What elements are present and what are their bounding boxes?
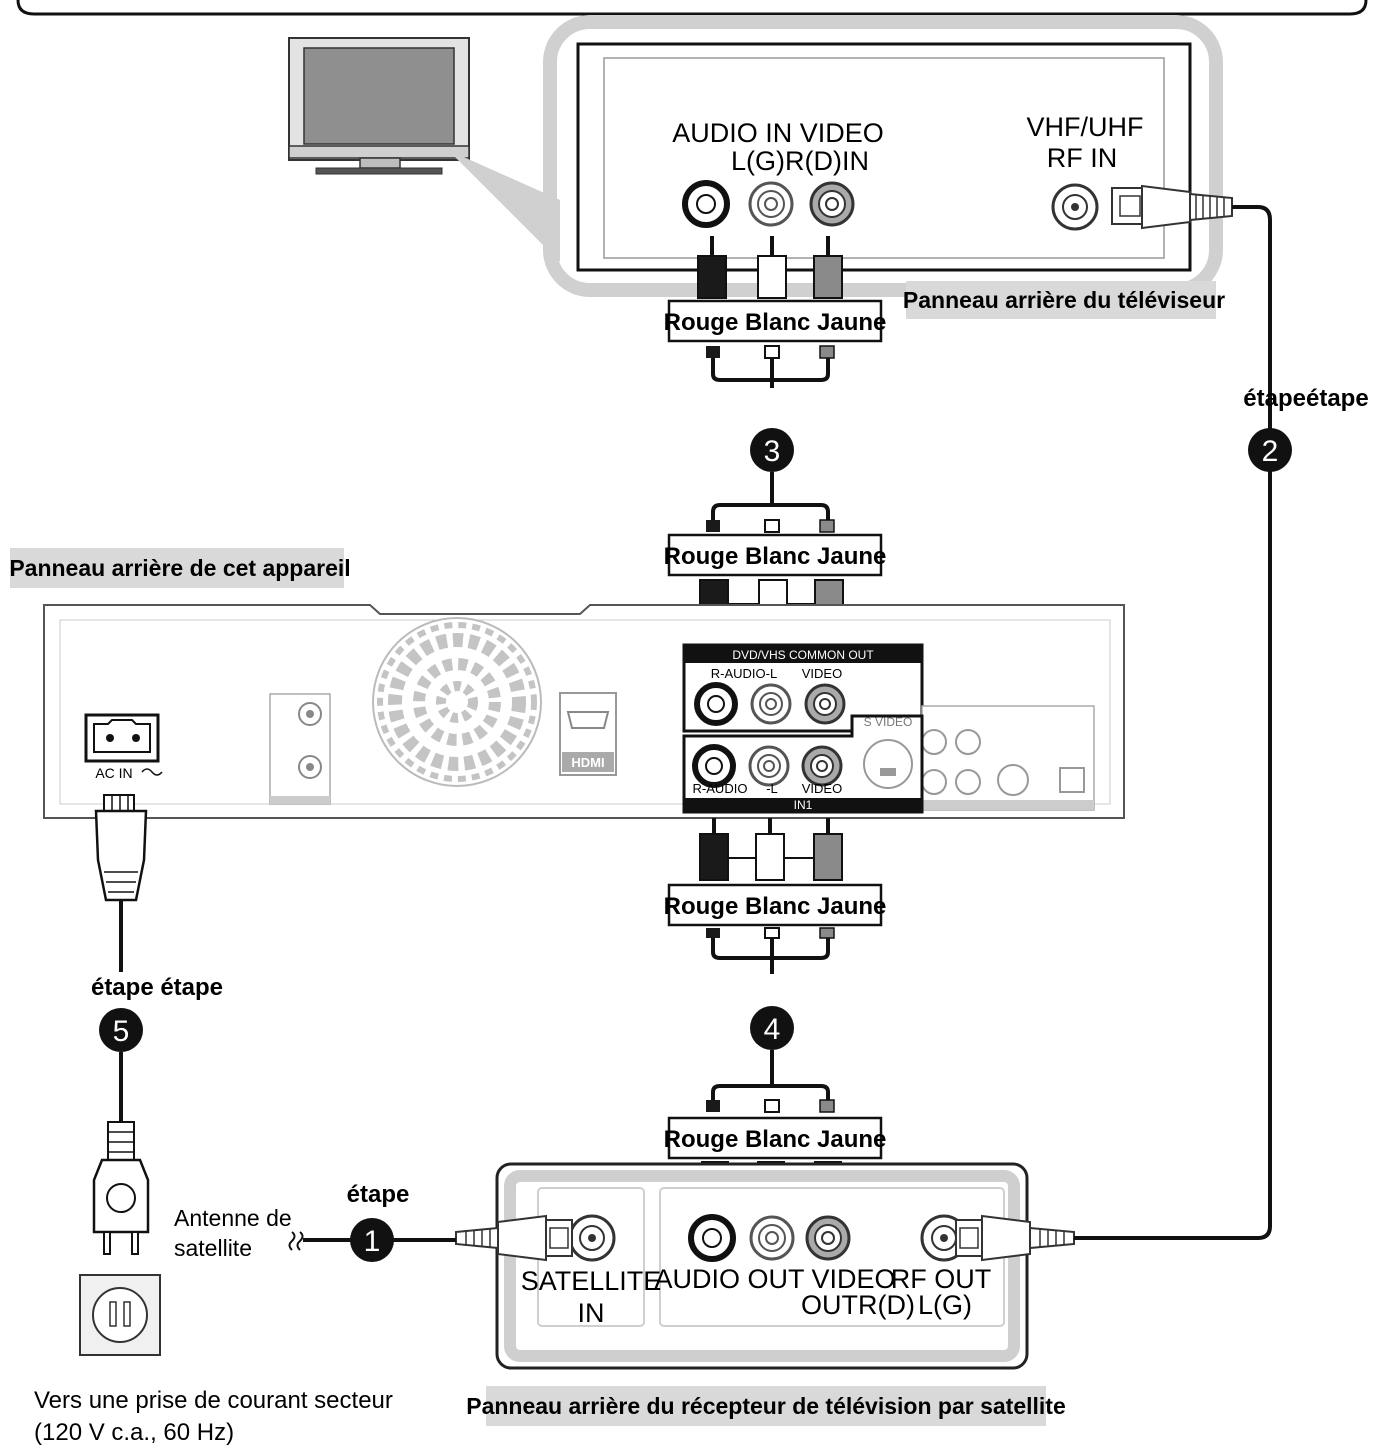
tv-rear-panel: AUDIO IN VIDEO L(G)R(D)IN VHF/UHF RF IN [543,15,1233,319]
top-frame [16,0,1368,16]
satellite-in-jack [568,1214,616,1262]
tv-caption: Panneau arrière du téléviseur [903,287,1225,313]
device-caption-bg [10,548,344,588]
audio-out-video-label: AUDIO OUT VIDEO [654,1264,895,1294]
l-label: -L [766,781,778,796]
cable-top: Rouge Blanc Jaune [664,236,887,388]
tv-rf-in-jack [1051,183,1099,231]
extra-jacks [921,705,1095,811]
tv-jack-video [809,181,855,227]
audio-in-video-label: AUDIO IN VIDEO [672,118,884,148]
common-video-label: VIDEO [802,666,842,681]
step-4: 4 [750,1006,794,1086]
hdmi-port: HDMI [559,692,617,776]
rf-cable [1074,205,1272,1240]
rf-out-label: RF OUT [891,1264,992,1294]
wall-outlet [79,1274,161,1356]
cable-label-lower-mid: Rouge Blanc Jaune [664,893,887,920]
satellite-label: SATELLITE [521,1266,662,1296]
in1-video-label: VIDEO [802,781,842,796]
antenna-break-icon [288,1231,304,1251]
step-4-number: 4 [764,1013,781,1046]
step-3-number: 3 [764,435,781,468]
fan-grille [372,617,542,787]
device-rear-panel: Panneau arrière de cet appareil AC IN [9,548,1125,819]
satellite-in-connector [455,1214,573,1262]
tv-caption-bg [906,281,1216,319]
ac-in-label: AC IN [95,765,132,781]
out-rd-label: OUTR(D) [801,1290,915,1320]
step-3: 3 [750,428,794,506]
lg-rd-in-label: L(G)R(D)IN [731,146,869,176]
outlet-line-2: (120 V c.a., 60 Hz) [34,1419,234,1446]
satellite-in-label: IN [578,1298,605,1328]
tv-jack-audio-l [748,181,794,227]
antenna-line-1: Antenne de [174,1205,292,1231]
step-1: 1 [350,1218,394,1262]
sat-audio-l-jack [749,1215,795,1261]
r-audio-l-label: R-AUDIO-L [711,666,777,681]
step-2: 2 [1248,428,1292,472]
satellite-caption: Panneau arrière du récepteur de télévisi… [466,1393,1066,1419]
cable-lower-mid: Rouge Blanc Jaune [664,818,887,974]
sat-video-jack [805,1215,851,1261]
lg-label: L(G) [918,1290,972,1320]
power-cord [94,794,148,1122]
tv-illustration [288,37,560,262]
device-rf-jacks [269,693,331,805]
ac-in-socket: AC IN [84,713,163,781]
step-5: 5 [99,1008,143,1052]
power-plug [92,1121,150,1255]
hdmi-label: HDMI [571,755,604,770]
satellite-rear-panel: SATELLITE IN AUDIO OUT VIDEO OUTR(D) RF … [466,1162,1066,1426]
cable-label-bottom: Rouge Blanc Jaune [664,1126,887,1153]
antenna-line-2: satellite [174,1235,252,1261]
common-out-label: DVD/VHS COMMON OUT [732,648,874,662]
rf-in-label: RF IN [1047,143,1118,173]
rf-out-connector [955,1214,1075,1262]
device-caption: Panneau arrière de cet appareil [9,555,350,581]
tv-jack-audio-r [682,180,730,228]
step-1-number: 1 [364,1225,381,1258]
tv-rf-connector [1111,184,1233,230]
cable-label-top: Rouge Blanc Jaune [664,309,887,336]
cable-label-upper-mid: Rouge Blanc Jaune [664,543,887,570]
s-video-label: S VIDEO [864,715,913,729]
step-2-label: étapeétape [1243,385,1368,412]
step-2-number: 2 [1262,435,1279,468]
sat-audio-r-jack [688,1214,736,1262]
step-1-label: étape [347,1181,410,1208]
r-audio-label: R-AUDIO [693,781,748,796]
satellite-caption-bg [486,1386,1046,1426]
step-5-label: étape étape [91,974,223,1001]
step-5-number: 5 [113,1015,130,1048]
outlet-line-1: Vers une prise de courant secteur [34,1387,393,1414]
vhf-uhf-label: VHF/UHF [1027,112,1144,142]
in1-block: IN1 S VIDEO R-AUDIO -L VIDEO [682,714,924,814]
in1-label: IN1 [794,798,813,812]
